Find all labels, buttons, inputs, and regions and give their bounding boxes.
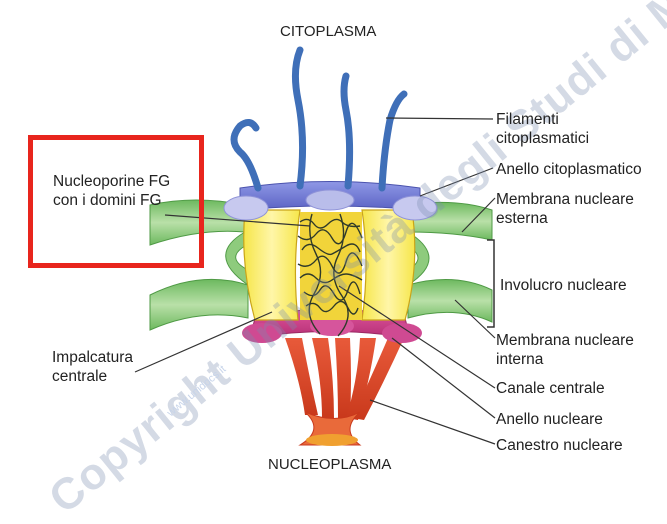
label-membrana-interna-2: interna xyxy=(496,350,543,369)
label-membrana-esterna-1: Membrana nucleare xyxy=(496,190,634,209)
label-anello-nucleare: Anello nucleare xyxy=(496,410,603,429)
cytoplasmic-filaments xyxy=(234,50,404,188)
label-anello-citoplasmatico: Anello citoplasmatico xyxy=(496,160,642,179)
label-impalcatura-2: centrale xyxy=(52,367,107,386)
fg-nucleoporins-label-line1: Nucleoporine FG xyxy=(53,172,170,191)
label-membrana-esterna-2: esterna xyxy=(496,209,548,228)
nuclear-basket xyxy=(285,338,404,446)
fg-nucleoporins-label-line2: con i domini FG xyxy=(53,191,162,210)
label-canestro-nucleare: Canestro nucleare xyxy=(496,436,623,455)
cytoplasm-title: CITOPLASMA xyxy=(280,22,376,41)
label-filamenti-1: Filamenti xyxy=(496,110,559,129)
label-canale-centrale: Canale centrale xyxy=(496,379,605,398)
label-filamenti-2: citoplasmatici xyxy=(496,129,589,148)
label-membrana-interna-1: Membrana nucleare xyxy=(496,331,634,350)
nucleoplasm-title: NUCLEOPLASMA xyxy=(268,455,391,474)
label-impalcatura-1: Impalcatura xyxy=(52,348,133,367)
label-involucro: Involucro nucleare xyxy=(500,276,627,295)
